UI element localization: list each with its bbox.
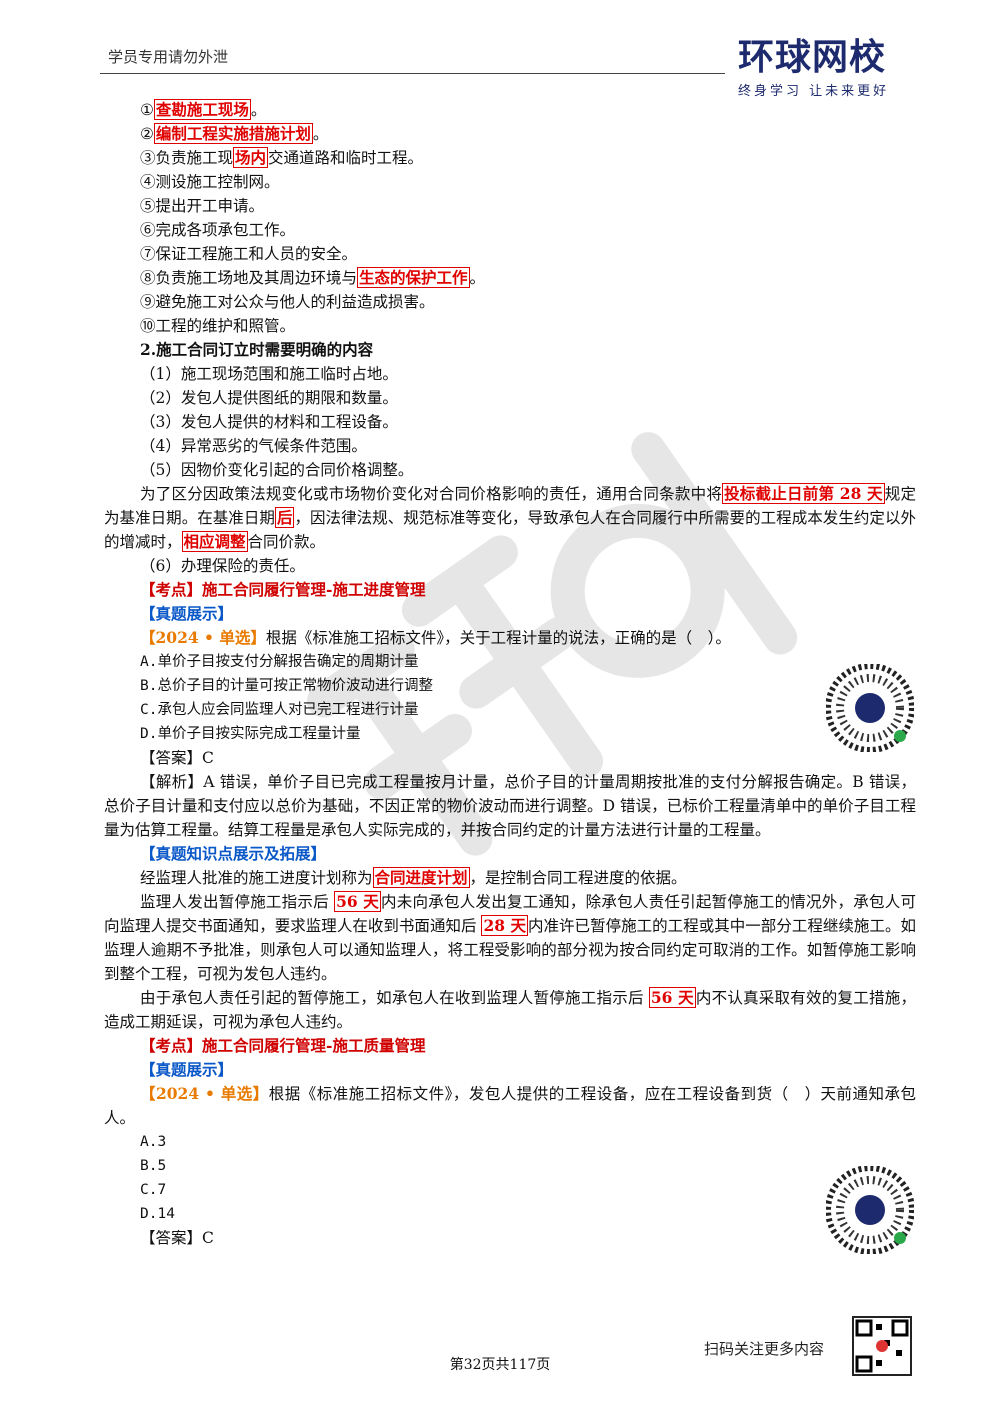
- section-tag: 【真题展示】: [140, 1060, 234, 1079]
- question-stem: 【2024 • 单选】根据《标准施工招标文件》，发包人提供的工程设备，应在工程设…: [104, 1084, 916, 1127]
- paragraph: 经监理人批准的施工进度计划称为合同进度计划，是控制合同工程进度的依据。: [140, 867, 687, 888]
- list-item: （6）办理保险的责任。: [140, 557, 305, 575]
- options: A.3 B.5 C.7 D.14: [104, 1130, 916, 1226]
- option: D.单价子目按实际完成工程量计量: [140, 726, 361, 742]
- list-item: ⑨避免施工对公众与他人的利益造成损害。: [140, 293, 435, 311]
- section-tag: 【真题知识点展示及拓展】: [140, 844, 327, 863]
- options: A.单价子目按支付分解报告确定的周期计量 B.总价子目的计量可按正常物价波动进行…: [104, 650, 916, 746]
- analysis: 【解析】A 错误，单价子目已完成工程量按月计量，总价子目的计量周期按批准的支付分…: [104, 773, 916, 839]
- paragraph: 由于承包人责任引起的暂停施工，如承包人在收到监理人暂停施工指示后 56 天内不认…: [104, 987, 916, 1031]
- question-stem: 【2024 • 单选】根据《标准施工招标文件》，关于工程计量的说法，正确的是（ …: [140, 628, 731, 647]
- list-item: （4）异常恶劣的气候条件范围。: [140, 437, 367, 455]
- list-item: （5）因物价变化引起的合同价格调整。: [140, 461, 414, 479]
- option: A.3: [140, 1134, 167, 1150]
- scan-prompt: 扫码关注更多内容: [704, 1340, 825, 1358]
- option: B.5: [140, 1158, 167, 1174]
- list-item: ④测设施工控制网。: [140, 173, 280, 191]
- option: C.7: [140, 1182, 167, 1198]
- footer-qr-code-icon[interactable]: [852, 1316, 912, 1376]
- brand-logo: 环球网校 终身学习 让未来更好: [738, 37, 918, 100]
- topic-heading: 【考点】施工合同履行管理-施工进度管理: [140, 580, 426, 599]
- section-heading: 2.施工合同订立时需要明确的内容: [140, 340, 374, 359]
- answer: 【答案】C: [140, 749, 214, 767]
- option: D.14: [140, 1206, 175, 1222]
- list2: （1）施工现场范围和施工临时占地。 （2）发包人提供图纸的期限和数量。 （3）发…: [104, 362, 916, 482]
- list-item: （2）发包人提供图纸的期限和数量。: [140, 389, 398, 407]
- option: C.承包人应会同监理人对已完工程进行计量: [140, 702, 419, 718]
- paragraph-base-date: 为了区分因政策法规变化或市场物价变化对合同价格影响的责任，通用合同条款中将投标截…: [104, 483, 916, 552]
- list-item: （1）施工现场范围和施工临时占地。: [140, 365, 398, 383]
- answer: 【答案】C: [140, 1229, 214, 1247]
- topic-heading: 【考点】施工合同履行管理-施工质量管理: [140, 1036, 426, 1055]
- section-tag: 【真题展示】: [140, 604, 234, 623]
- option: B.总价子目的计量可按正常物价波动进行调整: [140, 678, 433, 694]
- list-item: （3）发包人提供的材料和工程设备。: [140, 413, 398, 431]
- logo-main: 环球网校: [738, 37, 887, 78]
- list-item: ⑤提出开工申请。: [140, 197, 265, 215]
- list-item: ⑩工程的维护和照管。: [140, 317, 296, 335]
- qr-code-icon[interactable]: [826, 1166, 914, 1254]
- list-item: ⑦保证工程施工和人员的安全。: [140, 245, 358, 263]
- paragraph: 监理人发出暂停施工指示后 56 天内未向承包人发出复工通知，除承包人责任引起暂停…: [104, 891, 916, 983]
- page-number: 第32页共117页: [449, 1357, 551, 1373]
- header-confidential: 学员专用请勿外泄: [108, 48, 229, 66]
- qr-code-icon[interactable]: [826, 664, 914, 752]
- list-item: ⑥完成各项承包工作。: [140, 221, 296, 239]
- logo-slogan: 终身学习 让未来更好: [738, 84, 890, 99]
- option: A.单价子目按支付分解报告确定的周期计量: [140, 654, 419, 670]
- header-rule: [100, 73, 725, 74]
- list-item: ⑧负责施工场地及其周边环境与生态的保护工作。: [140, 267, 486, 288]
- list-item: ③负责施工现场内交通道路和临时工程。: [140, 147, 424, 168]
